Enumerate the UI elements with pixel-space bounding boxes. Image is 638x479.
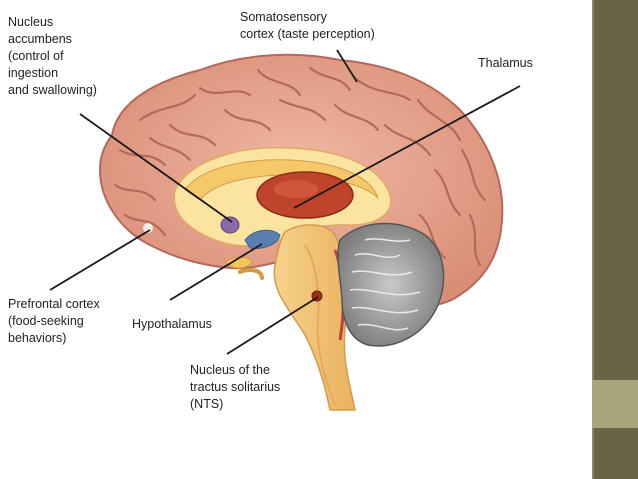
label-thalamus: Thalamus (478, 56, 533, 70)
sidebar-edge (592, 0, 594, 479)
slide-sidebar (592, 0, 638, 479)
cerebellum (337, 222, 445, 347)
brainstem (273, 224, 356, 411)
leader-nts (226, 296, 319, 355)
leader-lines (49, 49, 521, 355)
thalamus-highlight (274, 180, 318, 198)
nucleus-accumbens-structure (220, 216, 240, 234)
brainstem-line (304, 244, 336, 406)
infundibulum (238, 268, 264, 280)
sidebar-accent-block (592, 380, 638, 428)
leader-somatosensory (336, 49, 358, 83)
label-hypothalamus: Hypothalamus (132, 317, 212, 331)
leader-thalamus (293, 85, 521, 209)
label-nts: Nucleus of the tractus solitarius (NTS) (190, 363, 281, 411)
pituitary (224, 256, 253, 269)
cortex-folds (113, 66, 487, 267)
prefrontal-highlight (143, 223, 153, 233)
label-prefrontal-cortex: Prefrontal cortex (food-seeking behavior… (8, 297, 100, 345)
cerebellum-folia (349, 238, 421, 331)
leader-prefrontal (49, 229, 151, 291)
label-nucleus-accumbens: Nucleus accumbens (control of ingestion … (8, 15, 97, 97)
corpus-callosum (184, 159, 379, 201)
leader-hypothalamus (169, 243, 263, 301)
brain-illustration (49, 49, 521, 411)
label-somatosensory-cortex: Somatosensory cortex (taste perception) (240, 10, 375, 41)
hypothalamus-structure (244, 229, 281, 249)
leader-nucleus-accumbens (79, 113, 233, 223)
